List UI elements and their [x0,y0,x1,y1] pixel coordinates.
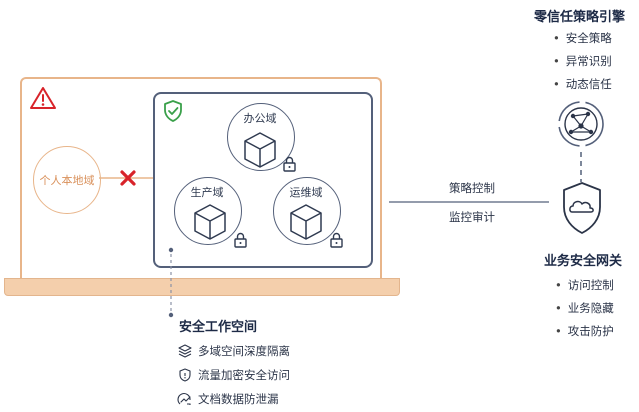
laptop-base [4,278,400,296]
gateway-item: •业务隐藏 [555,301,614,315]
office-domain-label: 办公域 [243,112,277,125]
personal-domain-label: 个人本地域 [39,174,95,187]
gateway-shield-cloud-icon [563,182,601,234]
engine-item: •动态信任 [553,77,612,91]
workspace-feature-item: 文档数据防泄漏 [177,391,279,407]
gateway-title: 业务安全网关 [544,254,623,269]
warning-icon [30,87,56,109]
connection-top-label: 策略控制 [449,181,495,195]
workspace-leader-line [168,247,174,318]
workspace-feature-text: 多域空间深度隔离 [198,344,290,358]
connection-line [389,201,549,203]
workspace-title: 安全工作空间 [179,320,258,335]
gateway-item: •攻击防护 [555,324,614,338]
connection-bottom-label: 监控审计 [449,210,495,224]
engine-gateway-link [580,152,582,182]
blocked-x-icon [120,170,136,186]
ops-domain-circle [273,177,341,245]
engine-item: •安全策略 [553,31,612,45]
production-domain-circle [174,177,242,245]
cube-icon [244,132,276,168]
gateway-item: •访问控制 [555,278,614,292]
personal-domain-circle: 个人本地域 [33,146,101,214]
cube-icon [194,204,226,240]
lock-icon [234,232,247,248]
engine-title: 零信任策略引擎 [534,10,626,25]
workspace-feature-text: 文档数据防泄漏 [198,392,279,406]
policy-engine-network-icon [558,101,604,147]
engine-item: •异常识别 [553,54,612,68]
office-domain-circle [227,103,295,171]
ops-domain-label: 运维域 [289,186,323,199]
workspace-feature-text: 流量加密安全访问 [198,368,290,382]
shield-check-icon [164,100,182,122]
lock-icon [330,232,343,248]
lock-icon [283,156,296,172]
leak-guard-icon [177,393,191,405]
shield-lock-icon [179,368,191,382]
cube-icon [290,204,322,240]
workspace-feature-item: 多域空间深度隔离 [178,343,290,359]
workspace-feature-item: 流量加密安全访问 [178,367,290,383]
layers-icon [178,344,192,358]
production-domain-label: 生产域 [190,186,224,199]
